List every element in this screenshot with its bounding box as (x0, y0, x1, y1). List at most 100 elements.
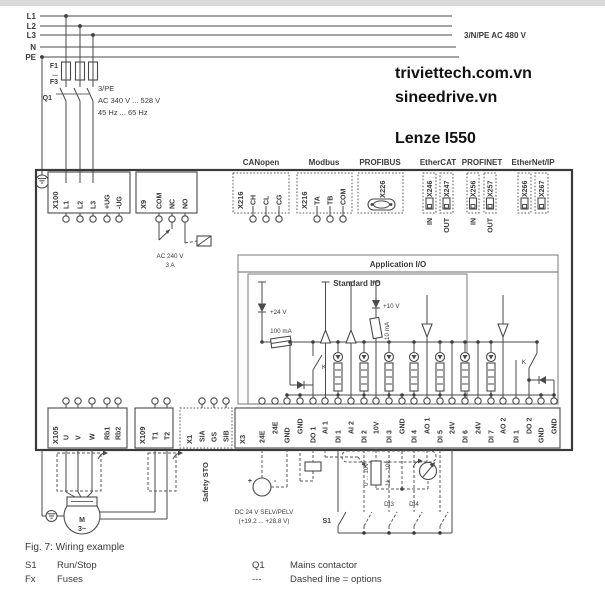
x100-terminal-label: L3 (91, 201, 98, 209)
canopen-terminal-label: CL (264, 195, 271, 205)
fieldbus-profinet: PROFINET X256 X257 IN OUT (462, 158, 503, 233)
profibus-connector-name: X226 (378, 180, 387, 198)
relay-coil-icon (304, 461, 322, 472)
digital-input-circuits (332, 340, 517, 398)
x100-name: X100 (51, 191, 60, 209)
x3-terminal-label: DI 6 (463, 430, 470, 443)
ethercat-in-label: IN (427, 218, 434, 225)
legend-key-dash: --- (252, 574, 262, 585)
db9-connector-icon (367, 198, 396, 211)
profibus-label: PROFIBUS (359, 158, 401, 167)
legend-key-q1: Q1 (252, 560, 265, 571)
x3-terminal-label: 24V (476, 421, 483, 434)
internal-100ma-label: 100 mA (270, 328, 293, 335)
dc-minus-label: - (274, 478, 277, 485)
ethernetip-port1-name: X266 (522, 181, 529, 197)
x3-terminal-label: GND (285, 427, 292, 443)
x100-terminal-label: +UG (105, 194, 112, 209)
contactor-q1: Q1 3/PE AC 340 V ... 528 V 45 Hz ... 65 … (43, 80, 160, 172)
x100-terminal-label: -UG (117, 196, 124, 209)
di4-switch-label: DI4 (409, 501, 419, 508)
x105-name: X105 (51, 426, 60, 444)
x1-terminal-label: SIB (224, 430, 231, 442)
profinet-out-port-icon (485, 197, 495, 210)
x105-terminal-label: V (76, 435, 83, 440)
s1-switch-label: S1 (322, 518, 331, 525)
x3-terminal-strip: X3 24E 24E GND GND DO 1 AI 1 DI 1 AI 2 D… (234, 397, 561, 449)
x109-terminal-label: T1 (153, 432, 160, 440)
internal-10v-label: +10 V (383, 303, 400, 310)
internal-k2-label: K (522, 359, 527, 366)
dc-supply-range: (+19.2 ... +28.8 V) (239, 518, 290, 525)
dc-supply-label: DC 24 V SELV/PELV (235, 509, 294, 516)
motor-phase-label: 3~ (78, 526, 86, 533)
mains-spec-frequency: 45 Hz ... 65 Hz (98, 108, 148, 117)
ethercat-port1-name: X246 (427, 181, 434, 197)
x3-terminal-label: DO 1 (311, 427, 318, 443)
x3-terminal-label: DO 2 (527, 418, 534, 434)
legend-value-q1: Mains contactor (290, 560, 357, 571)
safety-sto-caption: Safety STO (201, 462, 210, 502)
modbus-connector-name: X216 (300, 191, 309, 209)
modbus-terminal-label: COM (341, 189, 348, 206)
ethercat-out-label: OUT (444, 217, 451, 233)
internal-24v-label: +24 V (270, 309, 287, 316)
internal-10ma-label: 10 mA (384, 321, 391, 340)
x3-terminal-label: DI 1 (514, 430, 521, 443)
pot-voltage-label: 0 ... 10V (363, 462, 370, 486)
fuse-label-dots: ... (52, 71, 58, 78)
di3-switch-label: DI3 (384, 501, 394, 508)
x3-terminal-label: AO 1 (425, 418, 432, 434)
x1-terminal-label: SIA (200, 430, 207, 442)
caption-text: Fig. 7: Wiring example (25, 542, 125, 553)
pe-terminal-icon (34, 174, 50, 189)
fieldbus-profibus: PROFIBUS X226 (357, 158, 404, 214)
relay-rating-current: 3 A (165, 262, 175, 269)
x105-terminal-block: X105 U V W Rb1 Rb2 (47, 397, 128, 449)
ethercat-in-port-icon (425, 197, 434, 210)
canopen-terminal-label: CH (251, 195, 258, 205)
fuse-label-f3: F3 (50, 79, 58, 86)
bus-label-n: N (30, 43, 36, 52)
x109-name: X109 (138, 426, 147, 444)
profinet-in-label: IN (471, 218, 478, 225)
x105-terminal-label: U (64, 435, 71, 440)
application-io-box: Application I/O Standard I/O (237, 254, 559, 405)
x3-terminal-label: AI 1 (323, 421, 330, 434)
x9-terminal-label: NC (170, 199, 177, 209)
ethercat-label: EtherCAT (420, 158, 456, 167)
ptc-cable (100, 450, 184, 520)
x3-terminal-label: AO 2 (501, 418, 508, 434)
mains-spec-voltage: AC 340 V ... 528 V (98, 96, 160, 105)
x105-terminal-label: W (90, 433, 97, 440)
ethernetip-label: EtherNet/IP (511, 158, 555, 167)
x3-terminal-label: AI 2 (349, 421, 356, 434)
x3-terminal-label: DI 5 (438, 430, 445, 443)
x105-terminal-label: Rb2 (116, 427, 123, 440)
product-name: Lenze I550 (395, 130, 476, 147)
ethercat-out-port-icon (442, 197, 451, 210)
motor-cable (56, 450, 109, 498)
x3-terminal-label: 24E (260, 430, 267, 443)
relay-rating-voltage: AC 240 V (157, 253, 185, 260)
x9-terminal-label: COM (157, 193, 164, 210)
profinet-port2-name: X257 (488, 181, 495, 197)
modbus-terminal-label: TA (315, 196, 322, 205)
run-stop-circuit: S1 DI3 DI4 (322, 450, 453, 535)
x3-terminal-label: DI 7 (489, 430, 496, 443)
x3-terminal-label: GND (400, 418, 407, 434)
supply-rating-label: 3/N/PE AC 480 V (464, 31, 527, 40)
fieldbus-canopen: CANopen X216 CH CL CG (232, 158, 290, 223)
x109-terminal-label: T2 (165, 432, 172, 440)
x109-terminal-block: X109 T1 T2 (134, 397, 174, 449)
motor-m-label: M (79, 517, 85, 524)
setpoint-pot-circuit: 0 ... 10V 1k ... 10k (324, 450, 438, 491)
website-2: sineedrive.vn (395, 89, 497, 106)
fieldbus-ethercat: EtherCAT X246 X247 IN OUT (420, 158, 456, 233)
legend: S1 Run/Stop Fx Fuses Q1 Mains contactor … (25, 560, 382, 585)
fuse-group: F1 ... F3 (50, 16, 99, 86)
fieldbus-modbus: Modbus X216 TA TB COM (296, 158, 353, 223)
fuse-label-f1: F1 (50, 63, 58, 70)
bus-label-l3: L3 (27, 31, 37, 40)
